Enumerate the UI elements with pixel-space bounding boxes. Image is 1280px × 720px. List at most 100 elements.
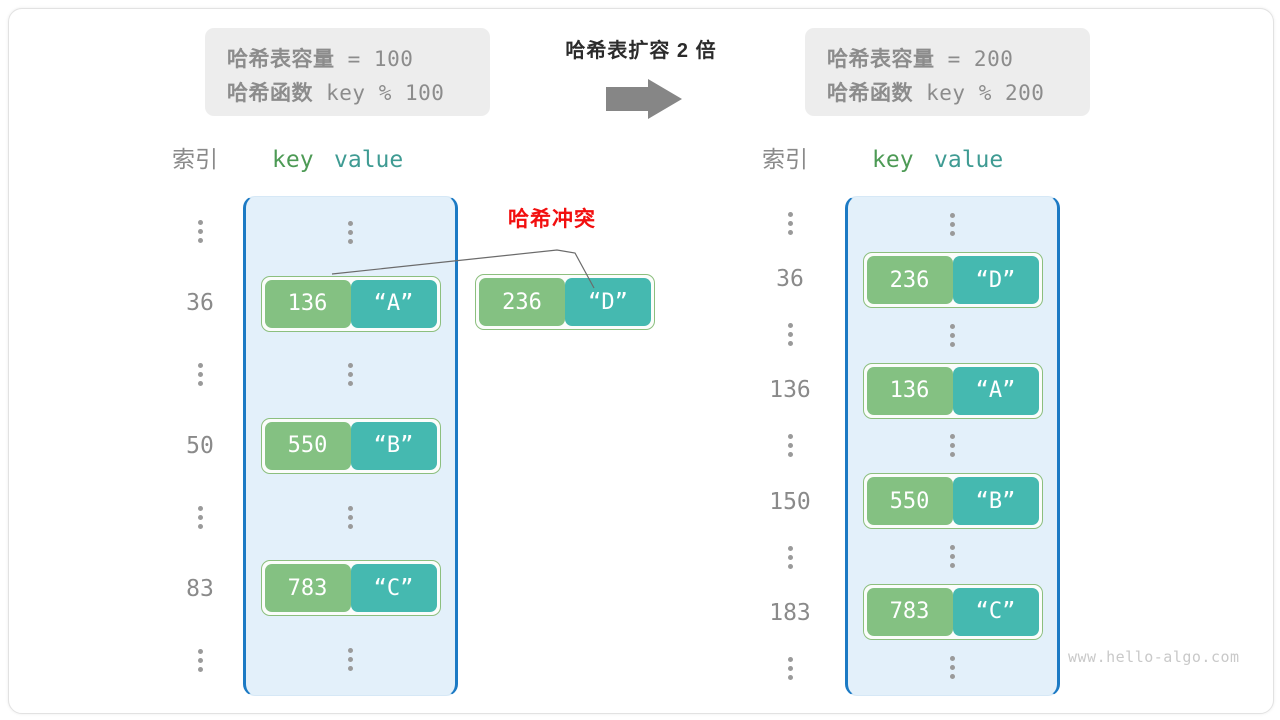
- right-table-ellipsis-row: [848, 529, 1057, 584]
- info-box-before: 哈希表容量 = 100 哈希函数 key % 100: [205, 28, 490, 116]
- right-table-entry-value: “B”: [952, 477, 1039, 526]
- right-table-entry-row: 136“A”: [848, 362, 1057, 419]
- left-table-entry-value: “B”: [350, 421, 437, 470]
- left-table-entry-key: 783: [264, 564, 351, 613]
- right-table-entry-value: “A”: [952, 366, 1039, 415]
- outer-frame: [8, 8, 1274, 714]
- left-table-ellipsis-row: [246, 624, 455, 695]
- left-table-ellipsis-row: [246, 339, 455, 410]
- left-table-entry-row: 783“C”: [246, 553, 455, 624]
- index-right-ellipsis-dots: [787, 545, 793, 569]
- index-left-ellipsis-dots: [197, 648, 203, 672]
- capacity-line-after: 哈希表容量 = 200: [827, 42, 1068, 76]
- right-table-entry: 236“D”: [862, 252, 1043, 308]
- index-left-value: 50: [186, 432, 214, 459]
- capacity-label-before: 哈希表容量: [227, 47, 335, 71]
- index-right-value: 183: [769, 599, 811, 626]
- collision-label: 哈希冲突: [508, 208, 596, 231]
- right-table-ellipsis-dots: [950, 434, 955, 458]
- left-table-entry-key: 136: [264, 279, 351, 328]
- index-right-ellipsis-dots: [787, 323, 793, 347]
- header-key-label-left: key: [272, 147, 314, 173]
- index-left-ellipsis: [165, 196, 235, 267]
- left-table-ellipsis-row: [246, 197, 455, 268]
- right-table-ellipsis-dots: [950, 213, 955, 237]
- header-value-label-right: value: [934, 147, 1004, 173]
- right-table-ellipsis-row: [848, 308, 1057, 363]
- index-right-ellipsis: [755, 196, 825, 252]
- header-kv-right: key value: [872, 144, 1003, 176]
- function-expr-before: key % 100: [313, 81, 445, 105]
- header-index-left: 索引: [172, 144, 218, 176]
- left-table-ellipsis-dots: [348, 647, 353, 671]
- expand-title: 哈希表扩容 2 倍: [565, 40, 717, 62]
- right-table-ellipsis-row: [848, 418, 1057, 473]
- index-right-ellipsis: [755, 529, 825, 585]
- colliding-entry-key: 236: [479, 278, 565, 326]
- right-table-ellipsis-dots: [950, 545, 955, 569]
- header-kv-left: key value: [272, 144, 403, 176]
- colliding-entry: 236 “D”: [475, 274, 655, 330]
- hash-table-before: 136“A” 550“B” 783“C”: [243, 196, 458, 696]
- info-box-after: 哈希表容量 = 200 哈希函数 key % 200: [805, 28, 1090, 116]
- left-table-entry-key: 550: [264, 421, 351, 470]
- index-right-ellipsis: [755, 307, 825, 363]
- function-line-before: 哈希函数 key % 100: [227, 76, 468, 110]
- capacity-label-after: 哈希表容量: [827, 47, 935, 71]
- index-left-value: 36: [186, 290, 214, 317]
- left-table-entry-row: 136“A”: [246, 268, 455, 339]
- index-left-ellipsis: [165, 625, 235, 696]
- index-left-ellipsis-dots: [197, 363, 203, 387]
- right-table-ellipsis-dots: [950, 655, 955, 679]
- header-index-right: 索引: [762, 144, 808, 176]
- index-left-ellipsis-dots: [197, 220, 203, 244]
- index-left-value: 83: [186, 575, 214, 602]
- right-table-entry-row: 550“B”: [848, 473, 1057, 530]
- left-table-entry: 783“C”: [260, 560, 441, 617]
- right-table-entry-key: 136: [866, 366, 953, 415]
- function-line-after: 哈希函数 key % 200: [827, 76, 1068, 110]
- right-table-ellipsis-dots: [950, 323, 955, 347]
- right-table-entry-key: 783: [866, 587, 953, 636]
- right-table-ellipsis-row: [848, 197, 1057, 252]
- header-index-label-right: 索引: [762, 147, 808, 173]
- function-expr-after: key % 200: [913, 81, 1045, 105]
- index-left-ellipsis-dots: [197, 505, 203, 529]
- index-right-value: 136: [769, 377, 811, 404]
- function-label-before: 哈希函数: [227, 81, 313, 105]
- header-key-label-right: key: [872, 147, 914, 173]
- function-label-after: 哈希函数: [827, 81, 913, 105]
- left-table-entry-row: 550“B”: [246, 410, 455, 481]
- left-table-entry: 550“B”: [260, 417, 441, 474]
- watermark: www.hello-algo.com: [1068, 648, 1240, 666]
- left-table-ellipsis-dots: [348, 221, 353, 245]
- right-block-arrow-icon: [596, 78, 688, 120]
- index-right-ellipsis-dots: [787, 212, 793, 236]
- right-table-entry: 136“A”: [862, 362, 1043, 419]
- capacity-expr-before: = 100: [334, 47, 414, 71]
- index-left-ellipsis: [165, 482, 235, 553]
- right-table-entry: 550“B”: [862, 473, 1043, 530]
- index-right-value: 150: [769, 488, 811, 515]
- capacity-expr-after: = 200: [934, 47, 1014, 71]
- colliding-entry-value: “D”: [565, 278, 651, 326]
- header-value-label-left: value: [334, 147, 404, 173]
- left-table-ellipsis-dots: [348, 363, 353, 387]
- index-right-ellipsis: [755, 640, 825, 696]
- right-table-entry-value: “C”: [952, 587, 1039, 636]
- right-table-entry-key: 550: [866, 477, 953, 526]
- left-table-entry-value: “A”: [350, 279, 437, 328]
- index-right-ellipsis: [755, 418, 825, 474]
- right-table-ellipsis-row: [848, 640, 1057, 695]
- index-right-ellipsis-dots: [787, 434, 793, 458]
- index-left-ellipsis: [165, 339, 235, 410]
- index-right-ellipsis-dots: [787, 656, 793, 680]
- right-table-entry-row: 236“D”: [848, 252, 1057, 308]
- left-table-ellipsis-dots: [348, 505, 353, 529]
- header-index-label-left: 索引: [172, 147, 218, 173]
- right-table-entry-key: 236: [866, 256, 953, 304]
- index-column-left: 36 50 83: [165, 196, 235, 696]
